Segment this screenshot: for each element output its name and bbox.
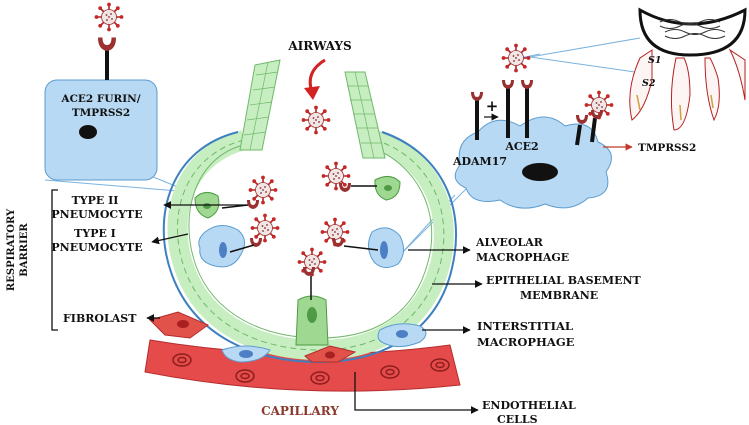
respiratory-label-line2: BARRIER [19,223,30,277]
epithelial-label-line1: EPITHELIAL BASEMENT [486,274,642,287]
type1-label-line2: PNEUMOCYTE [51,241,142,254]
plus-sign: + [486,97,499,115]
endothelial-label-line1: ENDOTHELIAL [482,399,576,412]
virus-icon [302,106,331,135]
respiratory-label-line1: RESPIRATORY [6,208,17,291]
s2-label: S2 [642,78,656,89]
ace2-furin-label-line1: ACE2 FURIN/ [60,93,140,105]
type2-label-line2: PNEUMOCYTE [51,208,142,221]
capillary-label: CAPILLARY [261,404,339,418]
spike-protein-detail [630,10,745,130]
receptor-icon [502,80,514,89]
type2-label-line1: TYPE II [72,194,119,207]
receptor-icon [247,200,259,209]
s1-label: S1 [648,55,661,66]
virus-icon [322,162,351,191]
virus-icon [95,3,124,32]
receptor-icon [98,38,116,52]
ace2-furin-label-line2: TMPRSS2 [72,107,130,119]
fibroblast-label: FIBROLAST [63,312,137,325]
receptors [222,183,378,300]
adam17-label: ADAM17 [452,155,507,168]
curved-arrow-icon [304,60,325,100]
interstitial-label-line2: MACROPHAGE [477,335,575,349]
alveolar-label-line1: ALVEOLAR [475,236,544,249]
alveolar-label-line2: MACROPHAGE [476,251,569,264]
receptor-icon [576,115,588,124]
virus-icon [251,214,280,243]
interstitial-label-line1: INTERSTITIAL [477,319,573,333]
virus-icon [249,176,278,205]
ace2-label: ACE2 [504,140,538,153]
type1-label-line1: TYPE I [74,227,116,240]
endothelial-label-line2: CELLS [497,413,538,425]
airways-label: AIRWAYS [287,39,351,53]
epithelial-label-line2: MEMBRANE [520,289,598,302]
virus-icon [502,44,531,73]
receptor-icon [521,80,533,89]
tmprss2-label: TMPRSS2 [638,142,696,154]
receptor-icon [471,92,483,101]
